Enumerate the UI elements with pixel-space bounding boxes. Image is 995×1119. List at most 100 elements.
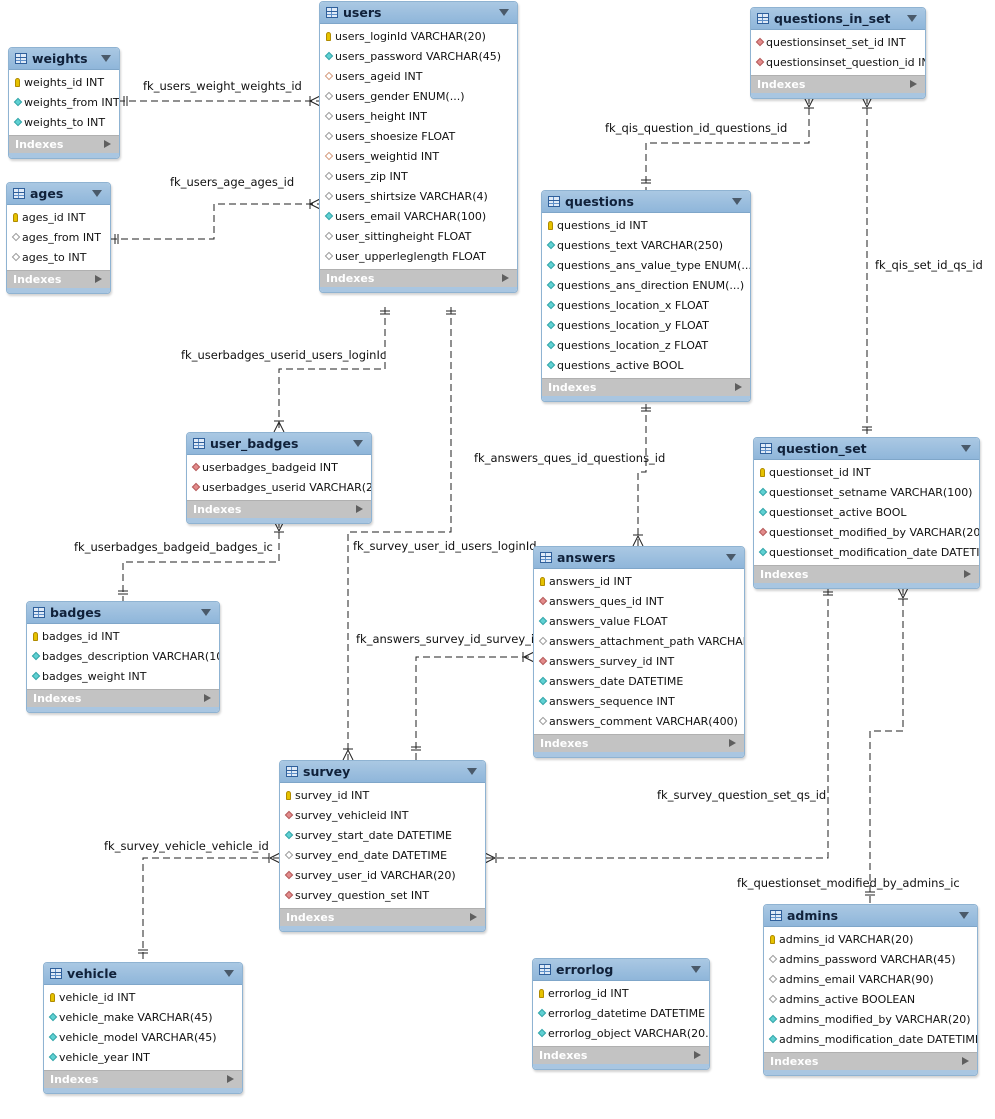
expand-arrow-icon[interactable]: [95, 275, 102, 283]
column-row[interactable]: users_zip INT: [320, 166, 517, 186]
column-row[interactable]: admins_active BOOLEAN: [764, 989, 977, 1009]
expand-arrow-icon[interactable]: [962, 1057, 969, 1065]
indexes-section[interactable]: Indexes: [27, 689, 219, 707]
indexes-section[interactable]: Indexes: [764, 1052, 977, 1070]
collapse-arrow-icon[interactable]: [959, 912, 969, 919]
column-row[interactable]: user_sittingheight FLOAT: [320, 226, 517, 246]
column-row[interactable]: questionsinset_question_id INT: [751, 52, 925, 72]
column-row[interactable]: questions_ans_direction ENUM(...): [542, 275, 750, 295]
table-header[interactable]: admins: [764, 905, 977, 927]
column-row[interactable]: survey_question_set INT: [280, 885, 485, 905]
collapse-arrow-icon[interactable]: [101, 55, 111, 62]
expand-arrow-icon[interactable]: [227, 1075, 234, 1083]
column-row[interactable]: answers_ques_id INT: [534, 591, 744, 611]
column-row[interactable]: vehicle_make VARCHAR(45): [44, 1007, 242, 1027]
column-row[interactable]: answers_id INT: [534, 571, 744, 591]
column-row[interactable]: questions_text VARCHAR(250): [542, 235, 750, 255]
column-row[interactable]: weights_to INT: [9, 112, 119, 132]
collapse-arrow-icon[interactable]: [201, 609, 211, 616]
column-row[interactable]: survey_id INT: [280, 785, 485, 805]
column-row[interactable]: answers_attachment_path VARCHAR...: [534, 631, 744, 651]
column-row[interactable]: answers_survey_id INT: [534, 651, 744, 671]
table-header[interactable]: question_set: [754, 438, 979, 460]
column-row[interactable]: admins_modified_by VARCHAR(20): [764, 1009, 977, 1029]
table-header[interactable]: badges: [27, 602, 219, 624]
column-row[interactable]: answers_date DATETIME: [534, 671, 744, 691]
collapse-arrow-icon[interactable]: [732, 198, 742, 205]
column-row[interactable]: weights_id INT: [9, 72, 119, 92]
indexes-section[interactable]: Indexes: [187, 500, 371, 518]
column-row[interactable]: questions_location_y FLOAT: [542, 315, 750, 335]
column-row[interactable]: questionset_modification_date DATETIME: [754, 542, 979, 562]
indexes-section[interactable]: Indexes: [44, 1070, 242, 1088]
table-header[interactable]: errorlog: [533, 959, 709, 981]
column-row[interactable]: vehicle_model VARCHAR(45): [44, 1027, 242, 1047]
column-row[interactable]: weights_from INT: [9, 92, 119, 112]
expand-arrow-icon[interactable]: [729, 739, 736, 747]
table-header[interactable]: weights: [9, 48, 119, 70]
indexes-section[interactable]: Indexes: [542, 378, 750, 396]
column-row[interactable]: errorlog_object VARCHAR(20...: [533, 1023, 709, 1043]
table-header[interactable]: answers: [534, 547, 744, 569]
collapse-arrow-icon[interactable]: [961, 445, 971, 452]
column-row[interactable]: questions_ans_value_type ENUM(...): [542, 255, 750, 275]
column-row[interactable]: admins_password VARCHAR(45): [764, 949, 977, 969]
collapse-arrow-icon[interactable]: [224, 970, 234, 977]
expand-arrow-icon[interactable]: [910, 80, 917, 88]
table-header[interactable]: survey: [280, 761, 485, 783]
column-row[interactable]: questionset_modified_by VARCHAR(20): [754, 522, 979, 542]
indexes-section[interactable]: Indexes: [751, 75, 925, 93]
table-header[interactable]: questions_in_set: [751, 8, 925, 30]
column-row[interactable]: questionset_id INT: [754, 462, 979, 482]
column-row[interactable]: errorlog_datetime DATETIME: [533, 1003, 709, 1023]
column-row[interactable]: admins_id VARCHAR(20): [764, 929, 977, 949]
collapse-arrow-icon[interactable]: [353, 440, 363, 447]
column-row[interactable]: questions_id INT: [542, 215, 750, 235]
expand-arrow-icon[interactable]: [735, 383, 742, 391]
column-row[interactable]: users_shirtsize VARCHAR(4): [320, 186, 517, 206]
column-row[interactable]: answers_comment VARCHAR(400): [534, 711, 744, 731]
table-header[interactable]: ages: [7, 183, 110, 205]
column-row[interactable]: ages_id INT: [7, 207, 110, 227]
column-row[interactable]: user_upperleglength FLOAT: [320, 246, 517, 266]
expand-arrow-icon[interactable]: [104, 140, 111, 148]
column-row[interactable]: userbadges_badgeid INT: [187, 457, 371, 477]
table-header[interactable]: vehicle: [44, 963, 242, 985]
column-row[interactable]: survey_vehicleid INT: [280, 805, 485, 825]
collapse-arrow-icon[interactable]: [467, 768, 477, 775]
column-row[interactable]: answers_sequence INT: [534, 691, 744, 711]
column-row[interactable]: badges_weight INT: [27, 666, 219, 686]
collapse-arrow-icon[interactable]: [691, 966, 701, 973]
expand-arrow-icon[interactable]: [356, 505, 363, 513]
column-row[interactable]: errorlog_id INT: [533, 983, 709, 1003]
column-row[interactable]: ages_from INT: [7, 227, 110, 247]
expand-arrow-icon[interactable]: [204, 694, 211, 702]
indexes-section[interactable]: Indexes: [533, 1046, 709, 1064]
column-row[interactable]: questions_location_x FLOAT: [542, 295, 750, 315]
indexes-section[interactable]: Indexes: [534, 734, 744, 752]
column-row[interactable]: ages_to INT: [7, 247, 110, 267]
expand-arrow-icon[interactable]: [964, 570, 971, 578]
collapse-arrow-icon[interactable]: [499, 9, 509, 16]
column-row[interactable]: admins_modification_date DATETIME: [764, 1029, 977, 1049]
column-row[interactable]: vehicle_id INT: [44, 987, 242, 1007]
indexes-section[interactable]: Indexes: [7, 270, 110, 288]
column-row[interactable]: vehicle_year INT: [44, 1047, 242, 1067]
indexes-section[interactable]: Indexes: [280, 908, 485, 926]
expand-arrow-icon[interactable]: [470, 913, 477, 921]
column-row[interactable]: userbadges_userid VARCHAR(20): [187, 477, 371, 497]
column-row[interactable]: survey_end_date DATETIME: [280, 845, 485, 865]
column-row[interactable]: questions_active BOOL: [542, 355, 750, 375]
column-row[interactable]: users_ageid INT: [320, 66, 517, 86]
column-row[interactable]: users_gender ENUM(...): [320, 86, 517, 106]
column-row[interactable]: users_shoesize FLOAT: [320, 126, 517, 146]
table-header[interactable]: questions: [542, 191, 750, 213]
